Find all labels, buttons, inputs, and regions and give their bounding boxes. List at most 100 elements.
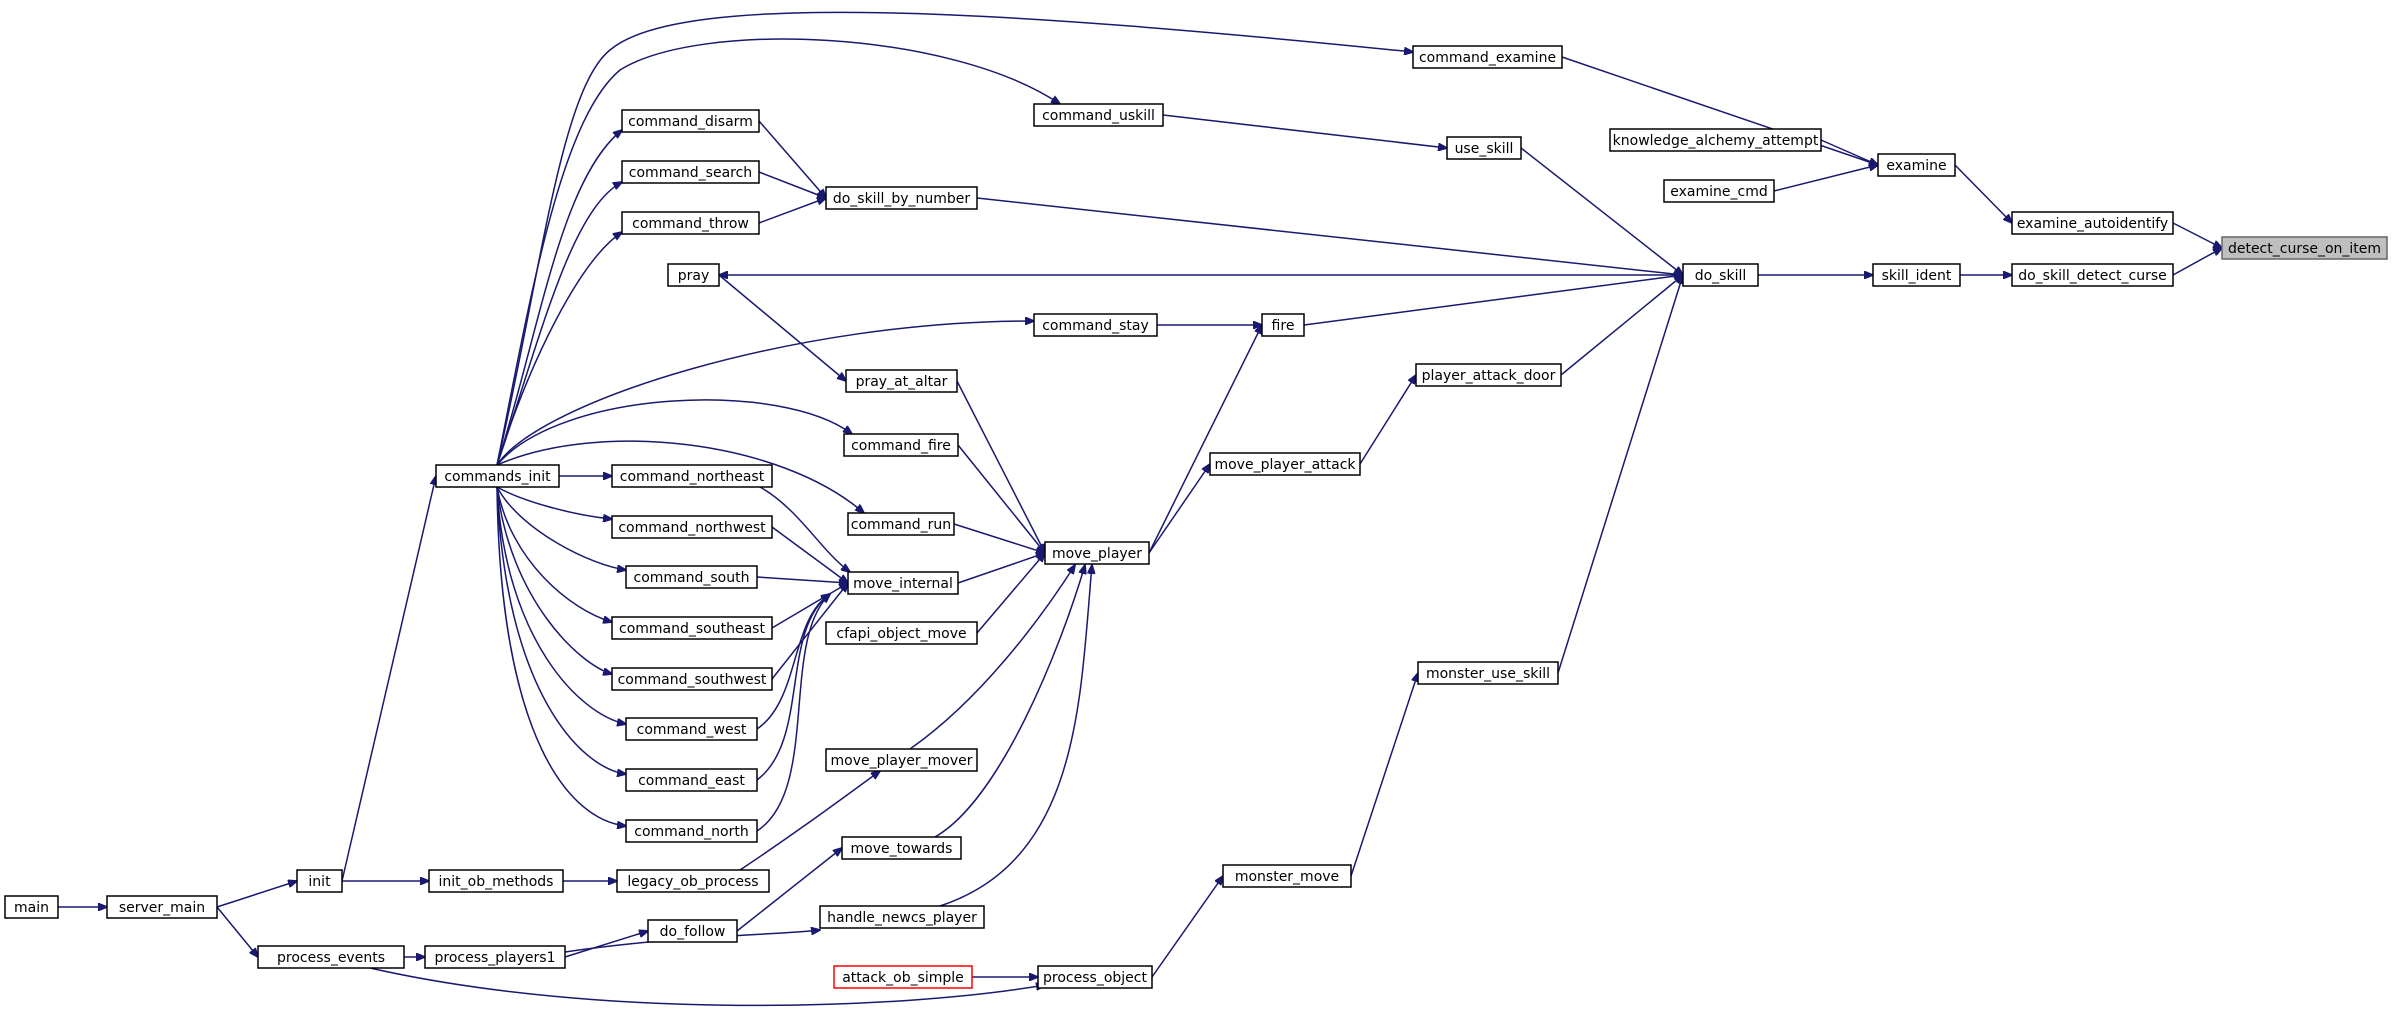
- node-command_northeast[interactable]: command_northeast: [611, 464, 773, 488]
- node-label: use_skill: [1455, 141, 1514, 157]
- node-do_skill[interactable]: do_skill: [1682, 263, 1759, 287]
- node-detect_curse_on_item[interactable]: detect_curse_on_item: [2221, 236, 2388, 260]
- node-command_examine[interactable]: command_examine: [1412, 45, 1563, 69]
- node-move_internal[interactable]: move_internal: [847, 571, 959, 595]
- node-examine_autoidentify[interactable]: examine_autoidentify: [2011, 211, 2174, 235]
- node-label: handle_newcs_player: [827, 910, 977, 926]
- node-attack_ob_simple[interactable]: attack_ob_simple: [833, 965, 973, 989]
- edge-command_southeast-to-move_internal: [771, 583, 848, 629]
- edge-monster_use_skill-to-do_skill: [1557, 275, 1683, 674]
- node-label: command_south: [634, 570, 750, 586]
- node-label: command_east: [638, 773, 745, 789]
- node-command_uskill[interactable]: command_uskill: [1033, 103, 1164, 127]
- node-command_search[interactable]: command_search: [621, 160, 760, 184]
- node-label: move_player_attack: [1214, 457, 1356, 473]
- edge-commands_init-to-command_west: [496, 486, 626, 724]
- node-box: [296, 869, 343, 893]
- node-command_run[interactable]: command_run: [847, 512, 955, 536]
- node-label: command_run: [851, 517, 951, 533]
- node-label: cfapi_object_move: [836, 626, 966, 642]
- node-command_east[interactable]: command_east: [625, 768, 758, 792]
- node-box: [847, 512, 955, 536]
- node-move_player_attack[interactable]: move_player_attack: [1209, 452, 1361, 476]
- node-label: process_events: [277, 950, 385, 966]
- node-label: server_main: [119, 900, 205, 916]
- node-handle_newcs_player[interactable]: handle_newcs_player: [819, 905, 985, 929]
- node-do_skill_detect_curse[interactable]: do_skill_detect_curse: [2011, 263, 2174, 287]
- edge-commands_init-to-command_south: [496, 486, 626, 570]
- node-process_events[interactable]: process_events: [257, 945, 405, 969]
- edge-cfapi_object_move-to-move_player: [976, 553, 1045, 634]
- node-server_main[interactable]: server_main: [106, 895, 218, 919]
- node-command_west[interactable]: command_west: [625, 717, 758, 741]
- node-examine_cmd[interactable]: examine_cmd: [1663, 179, 1775, 203]
- node-move_player_mover[interactable]: move_player_mover: [825, 748, 978, 772]
- node-skill_ident[interactable]: skill_ident: [1872, 263, 1961, 287]
- node-label: command_fire: [851, 438, 951, 454]
- edge-examine_autoidentify-to-detect_curse_on_item: [2172, 222, 2222, 248]
- node-commands_init[interactable]: commands_init: [435, 464, 560, 488]
- node-do_skill_by_number[interactable]: do_skill_by_number: [825, 186, 978, 210]
- node-box: [625, 717, 758, 741]
- node-knowledge_alchemy_attempt[interactable]: knowledge_alchemy_attempt: [1609, 128, 1822, 152]
- edge-process_events-to-process_object: [369, 967, 1045, 1007]
- node-command_throw[interactable]: command_throw: [621, 211, 760, 235]
- edge-player_attack_door-to-do_skill: [1560, 275, 1683, 376]
- node-monster_use_skill[interactable]: monster_use_skill: [1417, 661, 1559, 685]
- node-monster_move[interactable]: monster_move: [1222, 864, 1352, 888]
- node-label: command_north: [634, 824, 748, 840]
- node-examine[interactable]: examine: [1877, 153, 1956, 177]
- node-box: [825, 621, 978, 645]
- node-move_towards[interactable]: move_towards: [841, 836, 962, 860]
- node-use_skill[interactable]: use_skill: [1446, 136, 1522, 160]
- node-move_player[interactable]: move_player: [1044, 541, 1150, 565]
- node-label: legacy_ob_process: [627, 874, 758, 890]
- node-label: pray: [678, 268, 710, 284]
- node-label: move_towards: [851, 841, 953, 857]
- node-label: init_ob_methods: [439, 874, 554, 890]
- node-main[interactable]: main: [4, 895, 59, 919]
- node-label: command_stay: [1042, 318, 1149, 334]
- edge-move_player-to-move_player_attack: [1148, 464, 1210, 554]
- node-command_north[interactable]: command_north: [625, 819, 758, 843]
- node-player_attack_door[interactable]: player_attack_door: [1415, 363, 1562, 387]
- node-cfapi_object_move[interactable]: cfapi_object_move: [825, 621, 978, 645]
- node-process_object[interactable]: process_object: [1037, 965, 1153, 989]
- node-command_stay[interactable]: command_stay: [1033, 313, 1158, 337]
- node-label: command_west: [637, 722, 747, 738]
- node-command_southeast[interactable]: command_southeast: [611, 616, 773, 640]
- node-box: [845, 369, 958, 393]
- edge-command_throw-to-do_skill_by_number: [758, 198, 826, 224]
- node-legacy_ob_process[interactable]: legacy_ob_process: [616, 869, 770, 893]
- node-init_ob_methods[interactable]: init_ob_methods: [428, 869, 564, 893]
- edge-command_examine-to-examine: [1561, 56, 1878, 165]
- node-init[interactable]: init: [296, 869, 343, 893]
- edge-server_main-to-init: [216, 881, 297, 908]
- edge-commands_init-to-command_uskill: [496, 38, 1060, 466]
- node-box: [843, 433, 959, 457]
- node-label: do_skill: [1695, 268, 1747, 284]
- node-command_northwest[interactable]: command_northwest: [611, 515, 773, 539]
- node-do_follow[interactable]: do_follow: [647, 919, 738, 943]
- node-box: [847, 571, 959, 595]
- node-box: [2221, 236, 2388, 260]
- edge-commands_init-to-command_north: [496, 486, 626, 826]
- edge-commands_init-to-command_search: [496, 182, 622, 466]
- node-pray_at_altar[interactable]: pray_at_altar: [845, 369, 958, 393]
- node-label: pray_at_altar: [856, 374, 948, 390]
- node-box: [1037, 965, 1153, 989]
- edge-move_player-to-fire: [1148, 325, 1262, 554]
- edge-pray-to-pray_at_altar: [718, 274, 846, 381]
- node-fire[interactable]: fire: [1261, 313, 1305, 337]
- node-command_south[interactable]: command_south: [625, 565, 758, 589]
- node-command_disarm[interactable]: command_disarm: [621, 109, 760, 133]
- node-box: [841, 836, 962, 860]
- node-pray[interactable]: pray: [667, 263, 720, 287]
- node-label: fire: [1272, 318, 1295, 334]
- node-command_southwest[interactable]: command_southwest: [611, 667, 773, 691]
- node-label: command_northwest: [618, 520, 766, 536]
- edge-commands_init-to-command_throw: [496, 232, 622, 466]
- node-box: [1446, 136, 1522, 160]
- node-command_fire[interactable]: command_fire: [843, 433, 959, 457]
- node-process_players1[interactable]: process_players1: [424, 945, 566, 969]
